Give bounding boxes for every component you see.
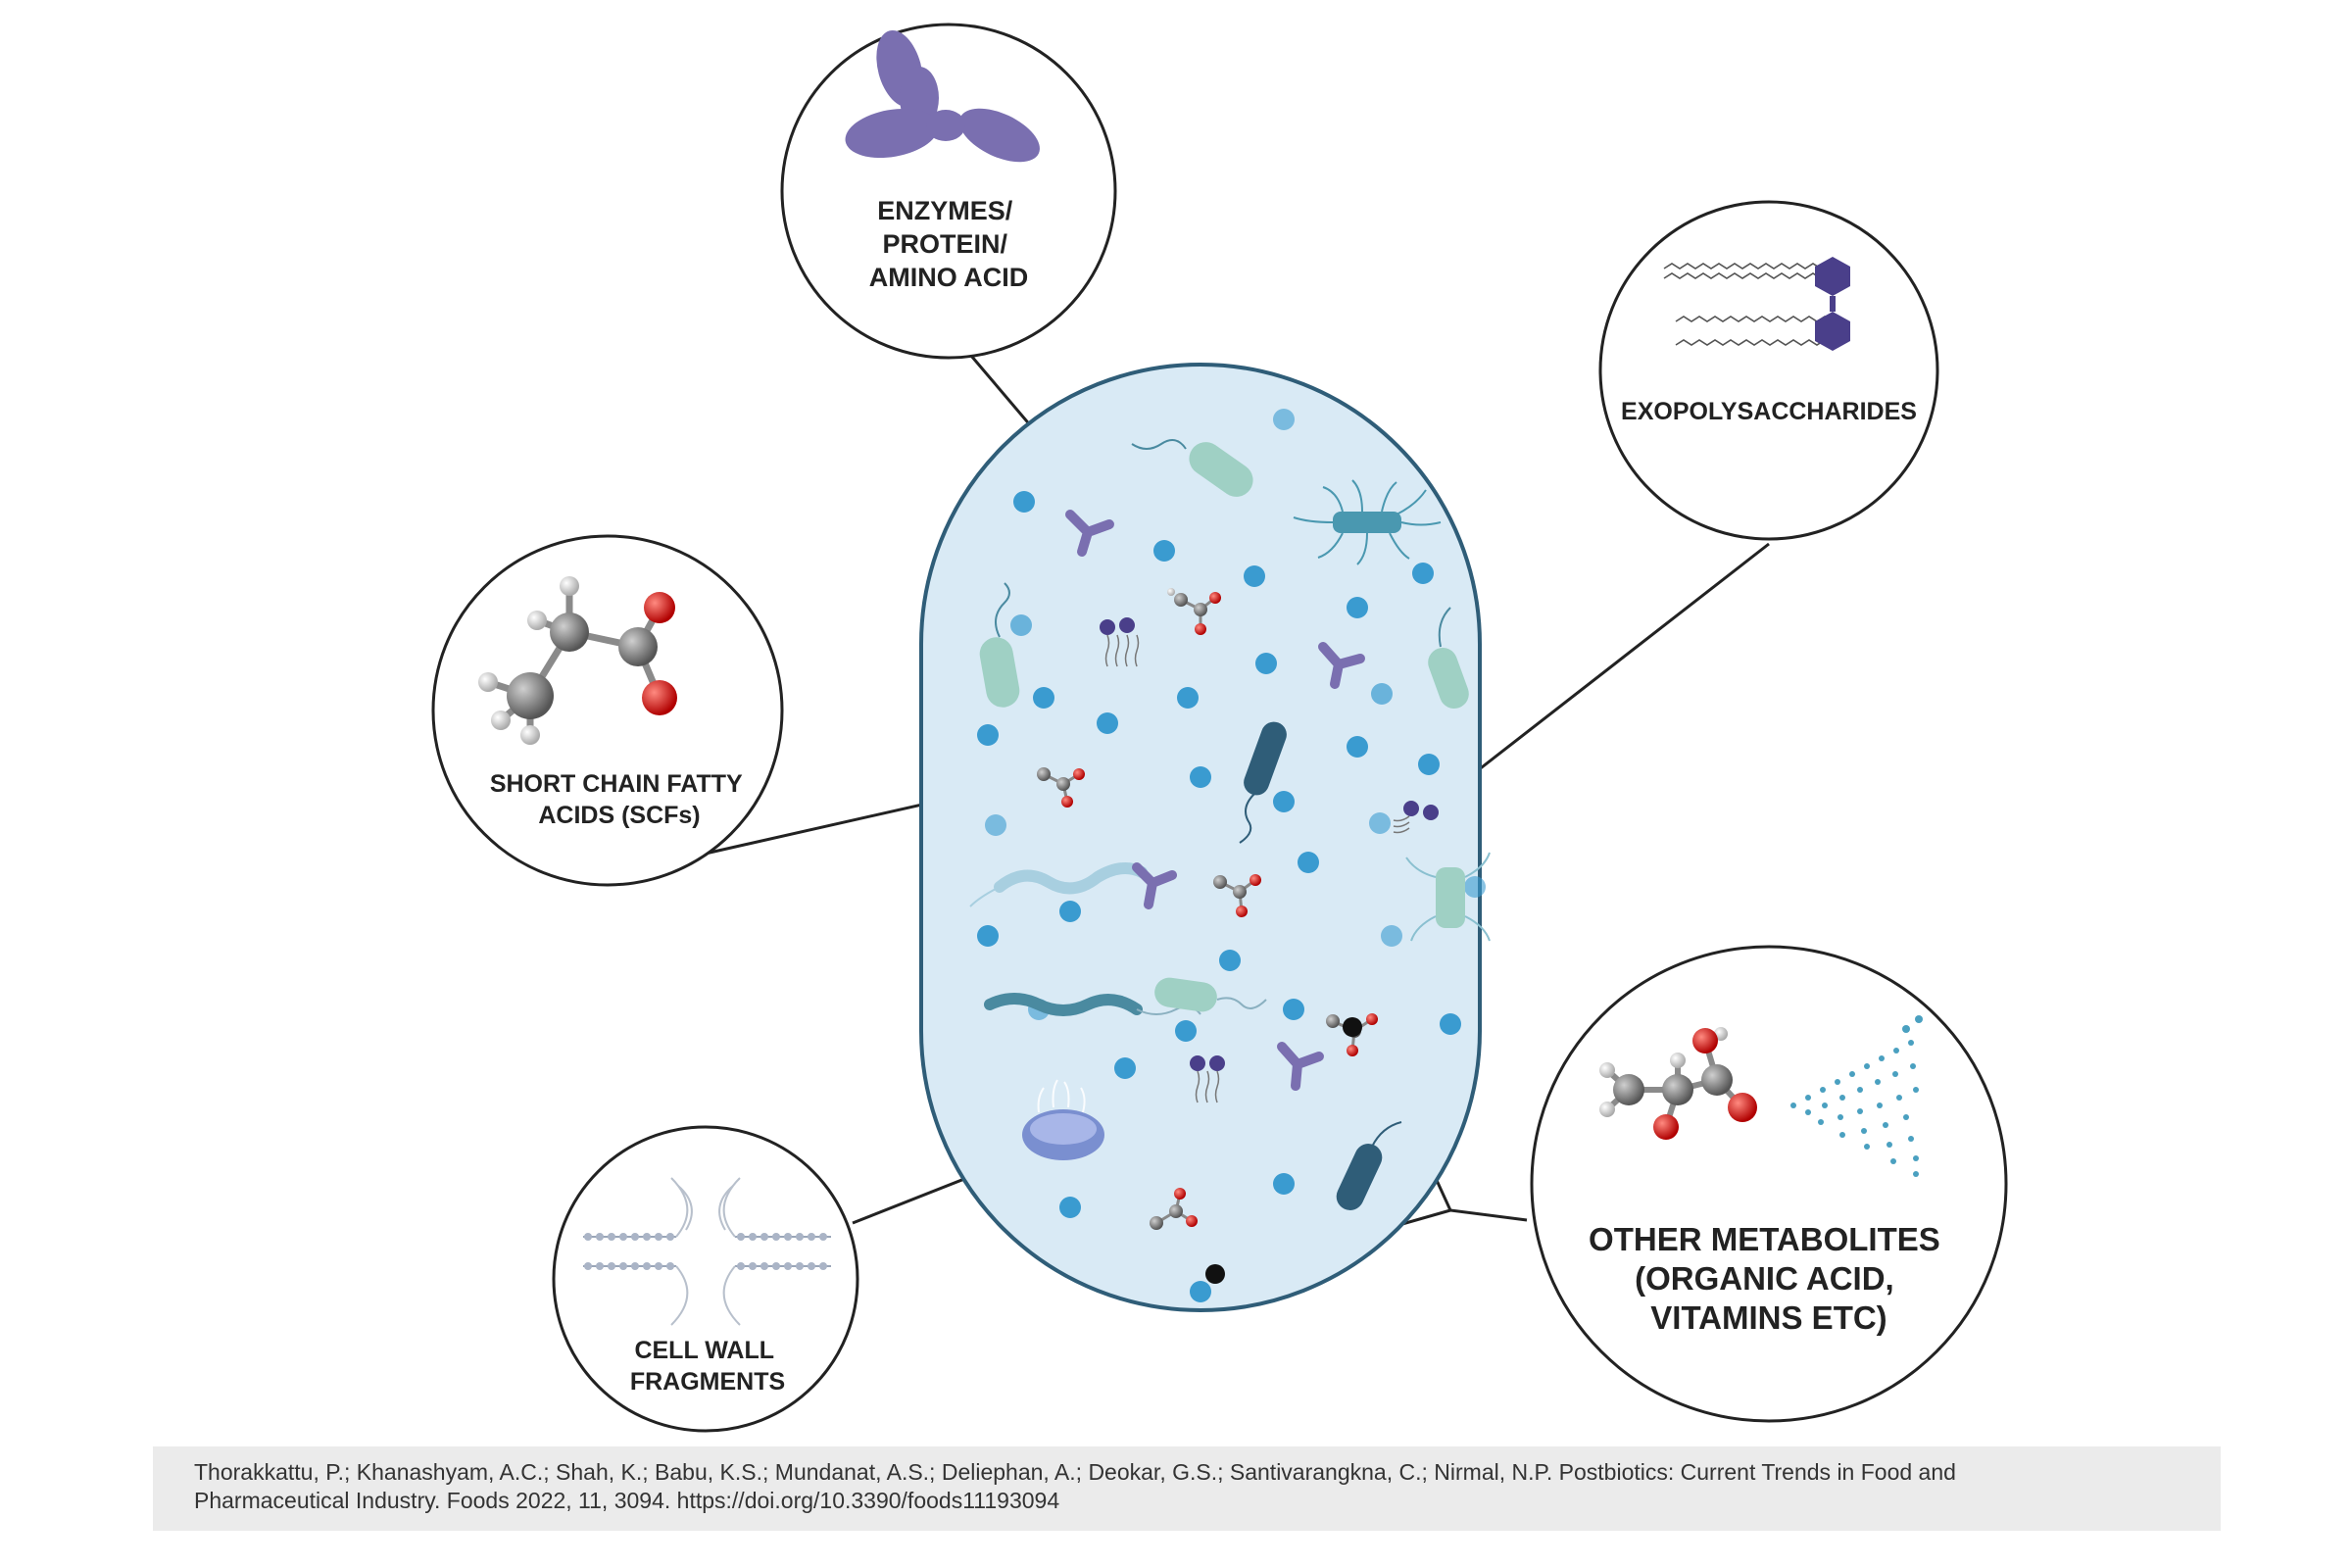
cell-wall-label: CELL WALL FRAGMENTS: [630, 1337, 785, 1396]
exopolysaccharide-icon: [1663, 257, 1850, 351]
membrane-fragment-icon: [583, 1177, 831, 1326]
enzyme-icon: [845, 29, 1040, 163]
scfa-label: SHORT CHAIN FATTY ACIDS (SCFs): [490, 770, 749, 829]
scfa-callout: SHORT CHAIN FATTY ACIDS (SCFs): [431, 534, 784, 887]
exopolysaccharides-label: EXOPOLYSACCHARIDES: [1621, 398, 1917, 425]
citation-line-2: Pharmaceutical Industry. Foods 2022, 11,…: [194, 1488, 1060, 1513]
other-metabolites-label: OTHER METABOLITES (ORGANIC ACID, VITAMIN…: [1589, 1221, 1949, 1336]
citation-line-1: Thorakkattu, P.; Khanashyam, A.C.; Shah,…: [194, 1459, 1956, 1485]
metabolite-dots: [977, 409, 1486, 1302]
bacteria: [969, 439, 1491, 1210]
cell-wall-callout: CELL WALL FRAGMENTS: [552, 1125, 859, 1433]
citation: Thorakkattu, P.; Khanashyam, A.C.; Shah,…: [153, 1446, 2221, 1531]
other-metabolites-callout: OTHER METABOLITES (ORGANIC ACID, VITAMIN…: [1530, 945, 2008, 1423]
cell-body: [919, 363, 1482, 1312]
exopolysaccharides-callout: EXOPOLYSACCHARIDES: [1598, 200, 1939, 541]
vitamin-particles-icon: [1790, 1015, 1923, 1177]
organic-acid-molecule-icon: [1599, 1027, 1757, 1140]
enzymes-callout: ENZYMES/ PROTEIN/ AMINO ACID: [780, 23, 1117, 360]
vesicle: [1022, 1079, 1104, 1160]
enzymes-label: ENZYMES/ PROTEIN/ AMINO ACID: [869, 196, 1029, 292]
small-enzymes: [1065, 510, 1365, 1091]
scfa-molecule-icon: [478, 576, 677, 745]
small-exopolysaccharides: [1100, 617, 1439, 1103]
cell: [919, 363, 1491, 1312]
